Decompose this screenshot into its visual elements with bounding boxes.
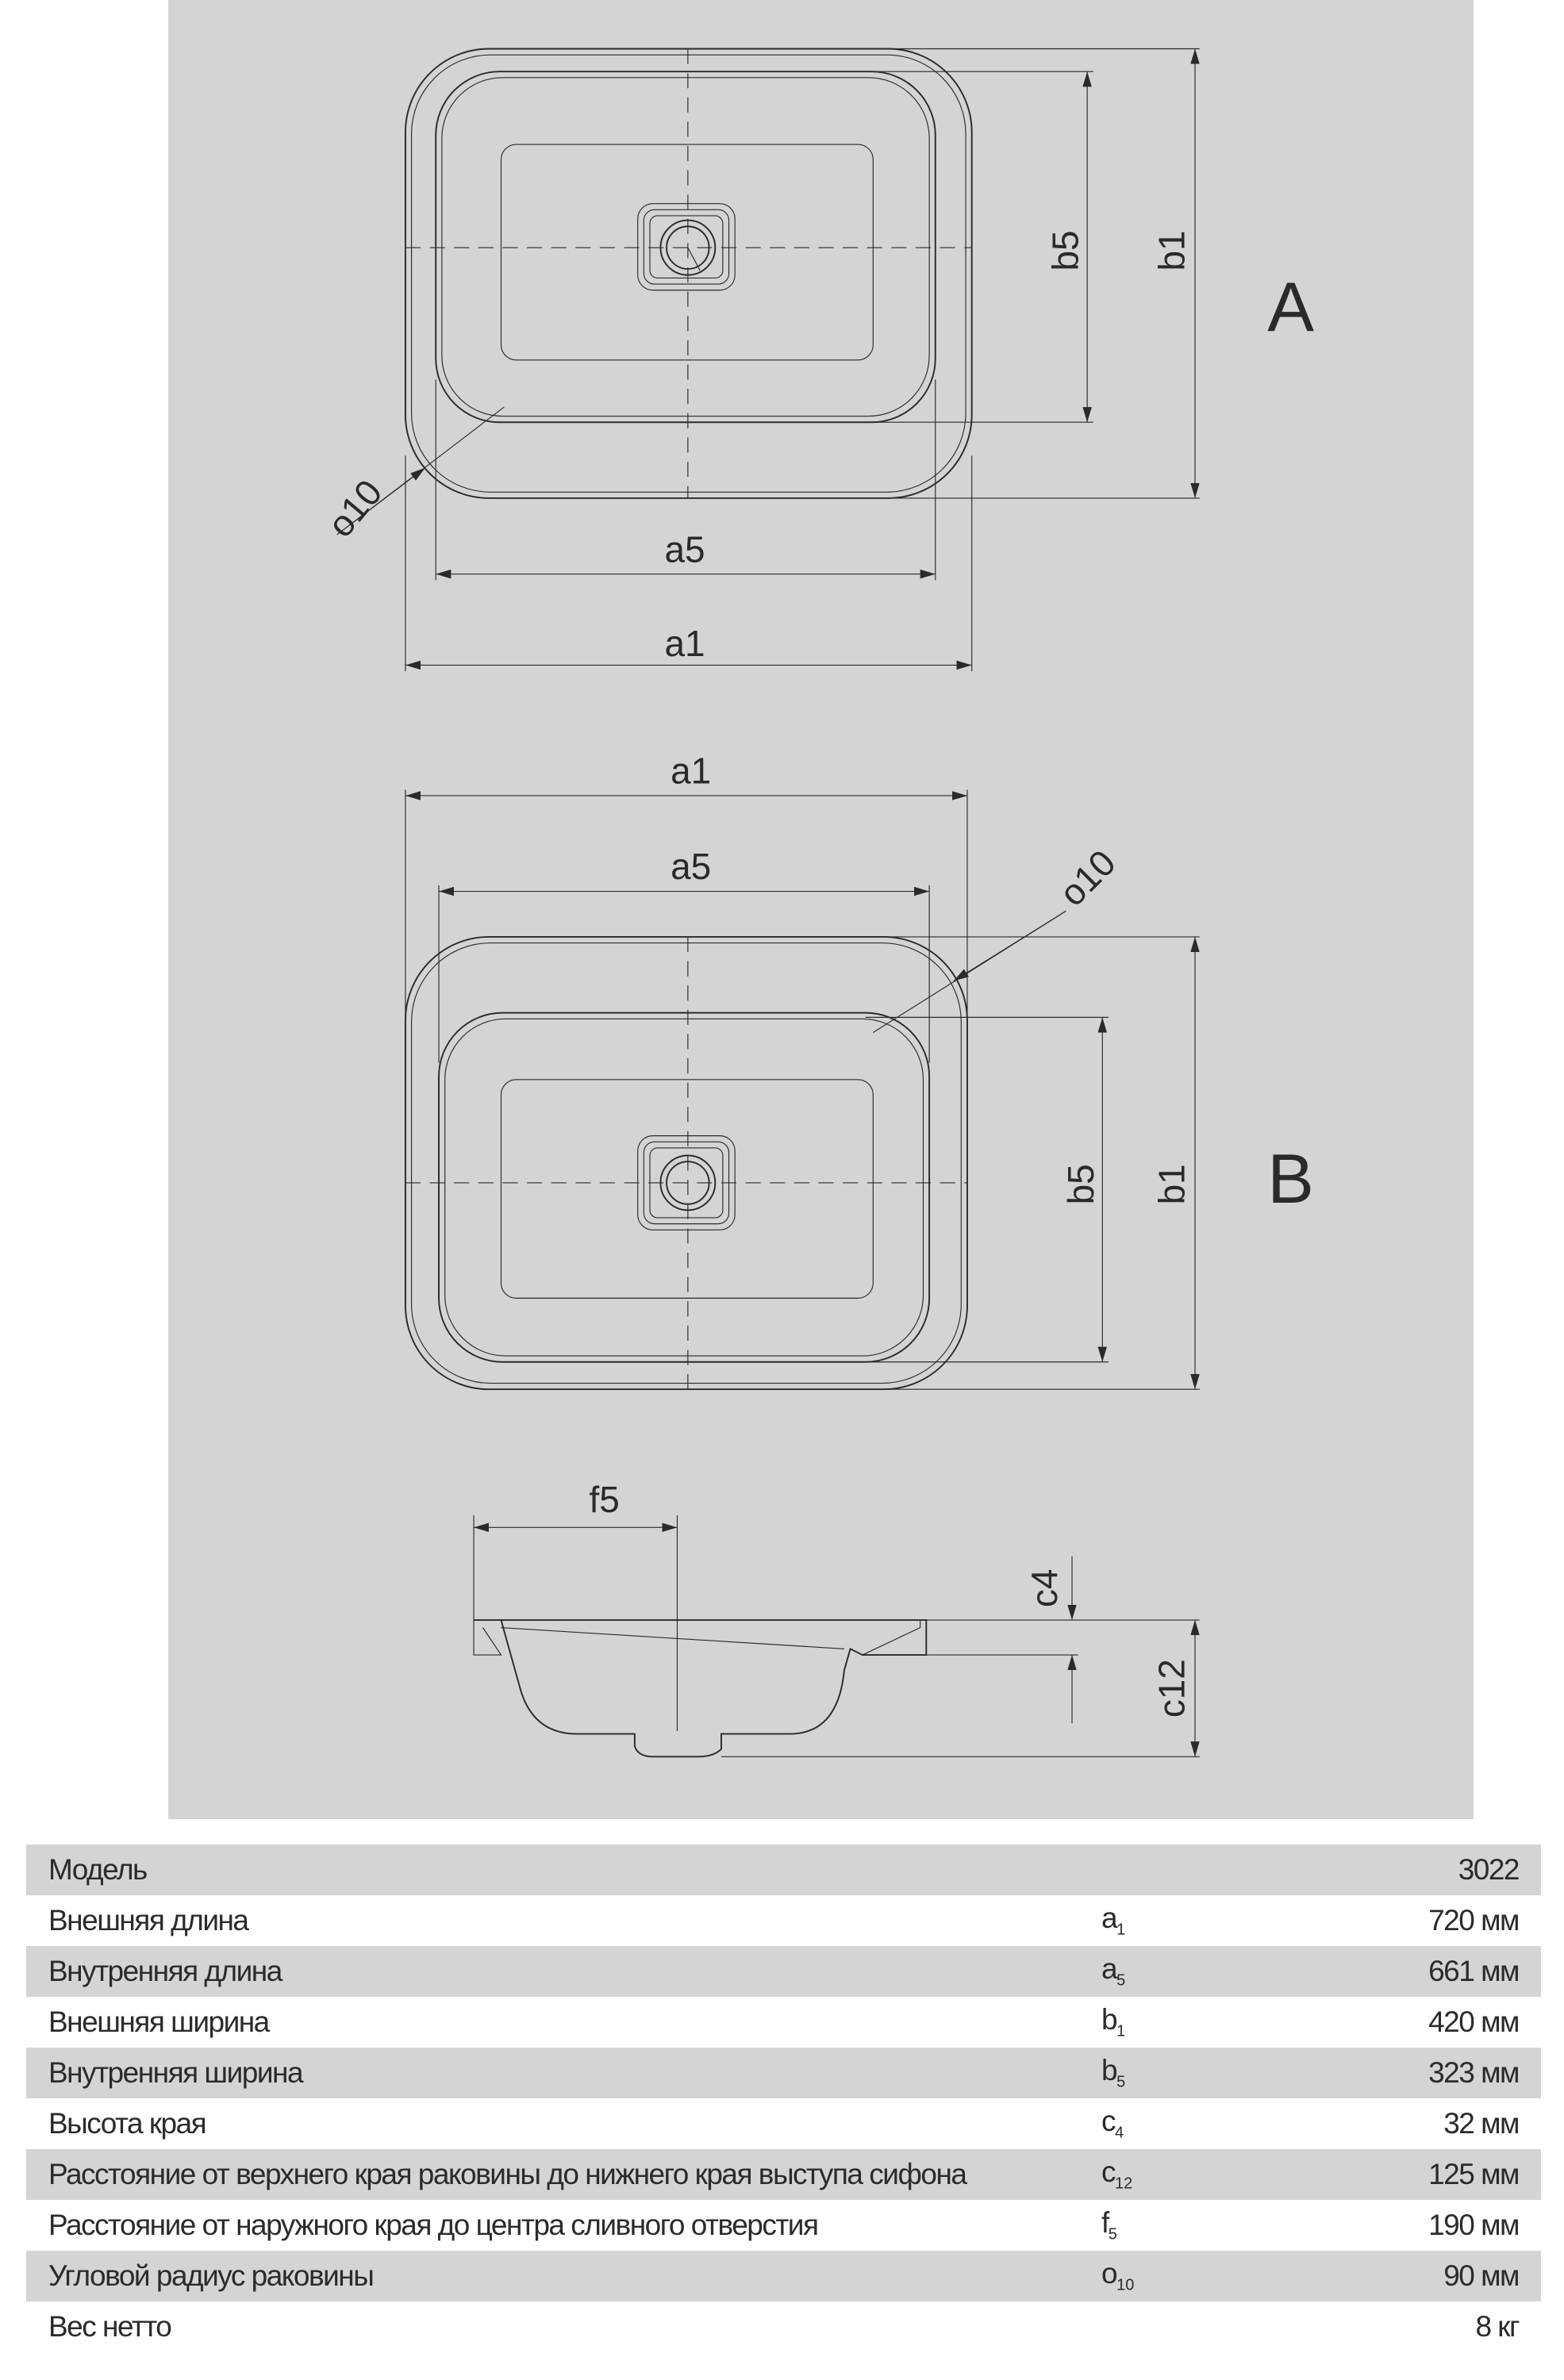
table-row: Внутренняя ширина b5 323 мм: [26, 2048, 1541, 2098]
top-view: b5 b1 A a5 a1 o10: [319, 48, 1314, 672]
table-row: Высота края c4 32 мм: [26, 2098, 1541, 2149]
spec-value: 190 мм: [1428, 2209, 1520, 2241]
dim-a1-label-b: a1: [671, 750, 711, 792]
table-row: Расстояние от наружного края до центра с…: [26, 2200, 1541, 2251]
side-view: f5 c4 c12: [473, 1479, 1200, 1758]
spec-table: Модель 3022 Внешняя длина a1 720 мм Внутрен…: [26, 1844, 1541, 2352]
spec-label: Расстояние от верхнего края раковины до …: [48, 2158, 967, 2190]
spec-symbol: b1: [1101, 2003, 1126, 2040]
table-row: Внешняя длина a1 720 мм: [26, 1895, 1541, 1946]
spec-label: Внутренняя длина: [48, 1955, 282, 1987]
table-row: Вес нетто 8 кг: [26, 2301, 1541, 2352]
view-a-label: A: [1267, 267, 1314, 346]
model-label: Модель: [48, 1853, 148, 1886]
spec-label: Угловой радиус раковины: [48, 2259, 375, 2292]
dim-c4-label: c4: [1024, 1569, 1065, 1607]
table-row: Внешняя ширина b1 420 мм: [26, 1997, 1541, 2048]
front-view: a1 a5 b5 b1 B o10: [404, 750, 1314, 1391]
spec-value: 8 кг: [1475, 2310, 1520, 2343]
table-row: Внутренняя длина a5 661 мм: [26, 1946, 1541, 1997]
spec-value: 720 мм: [1428, 1904, 1520, 1937]
spec-label: Внешняя ширина: [48, 2006, 270, 2038]
dim-f5-label: f5: [589, 1479, 619, 1520]
dim-a5-label-b: a5: [671, 846, 711, 887]
technical-drawing: b5 b1 A a5 a1 o10 a1 a5: [319, 48, 1314, 1758]
spec-value: 32 мм: [1443, 2107, 1520, 2140]
spec-value: 420 мм: [1428, 2006, 1520, 2038]
dim-b1-label-b: b1: [1151, 1164, 1193, 1204]
spec-label: Высота края: [48, 2107, 207, 2140]
spec-symbol: f5: [1101, 2206, 1117, 2244]
table-row: Расстояние от верхнего края раковины до …: [26, 2149, 1541, 2200]
dim-b5-label-b: b5: [1060, 1164, 1101, 1204]
drain-icon: [637, 203, 736, 291]
spec-label: Внутренняя ширина: [48, 2056, 304, 2089]
dim-b1-label: b1: [1151, 230, 1193, 271]
dim-o10-label-b: o10: [1051, 842, 1124, 914]
spec-value: 90 мм: [1443, 2259, 1520, 2292]
spec-symbol: c12: [1101, 2155, 1133, 2193]
spec-value: 323 мм: [1428, 2056, 1520, 2089]
spec-label: Вес нетто: [48, 2310, 172, 2343]
spec-value: 125 мм: [1428, 2158, 1520, 2190]
dim-o10-label: o10: [319, 472, 390, 545]
table-row: Угловой радиус раковины o10 90 мм: [26, 2251, 1541, 2301]
model-value: 3022: [1458, 1853, 1520, 1886]
drawing-panel: [168, 0, 1474, 1819]
dim-a1-label: a1: [664, 623, 705, 664]
spec-symbol: a5: [1101, 1952, 1126, 1990]
spec-value: 661 мм: [1428, 1955, 1520, 1987]
spec-label: Внешняя длина: [48, 1904, 249, 1937]
dim-b5-label: b5: [1045, 230, 1086, 271]
table-header-row: Модель 3022: [26, 1844, 1541, 1895]
dim-a5-label: a5: [664, 528, 705, 570]
spec-symbol: c4: [1101, 2105, 1124, 2142]
spec-label: Расстояние от наружного края до центра с…: [48, 2209, 819, 2241]
spec-symbol: b5: [1101, 2054, 1126, 2091]
spec-symbol: o10: [1101, 2257, 1135, 2294]
dim-c12-label: c12: [1151, 1659, 1193, 1718]
view-b-label: B: [1267, 1139, 1314, 1218]
spec-symbol: a1: [1101, 1902, 1126, 1939]
